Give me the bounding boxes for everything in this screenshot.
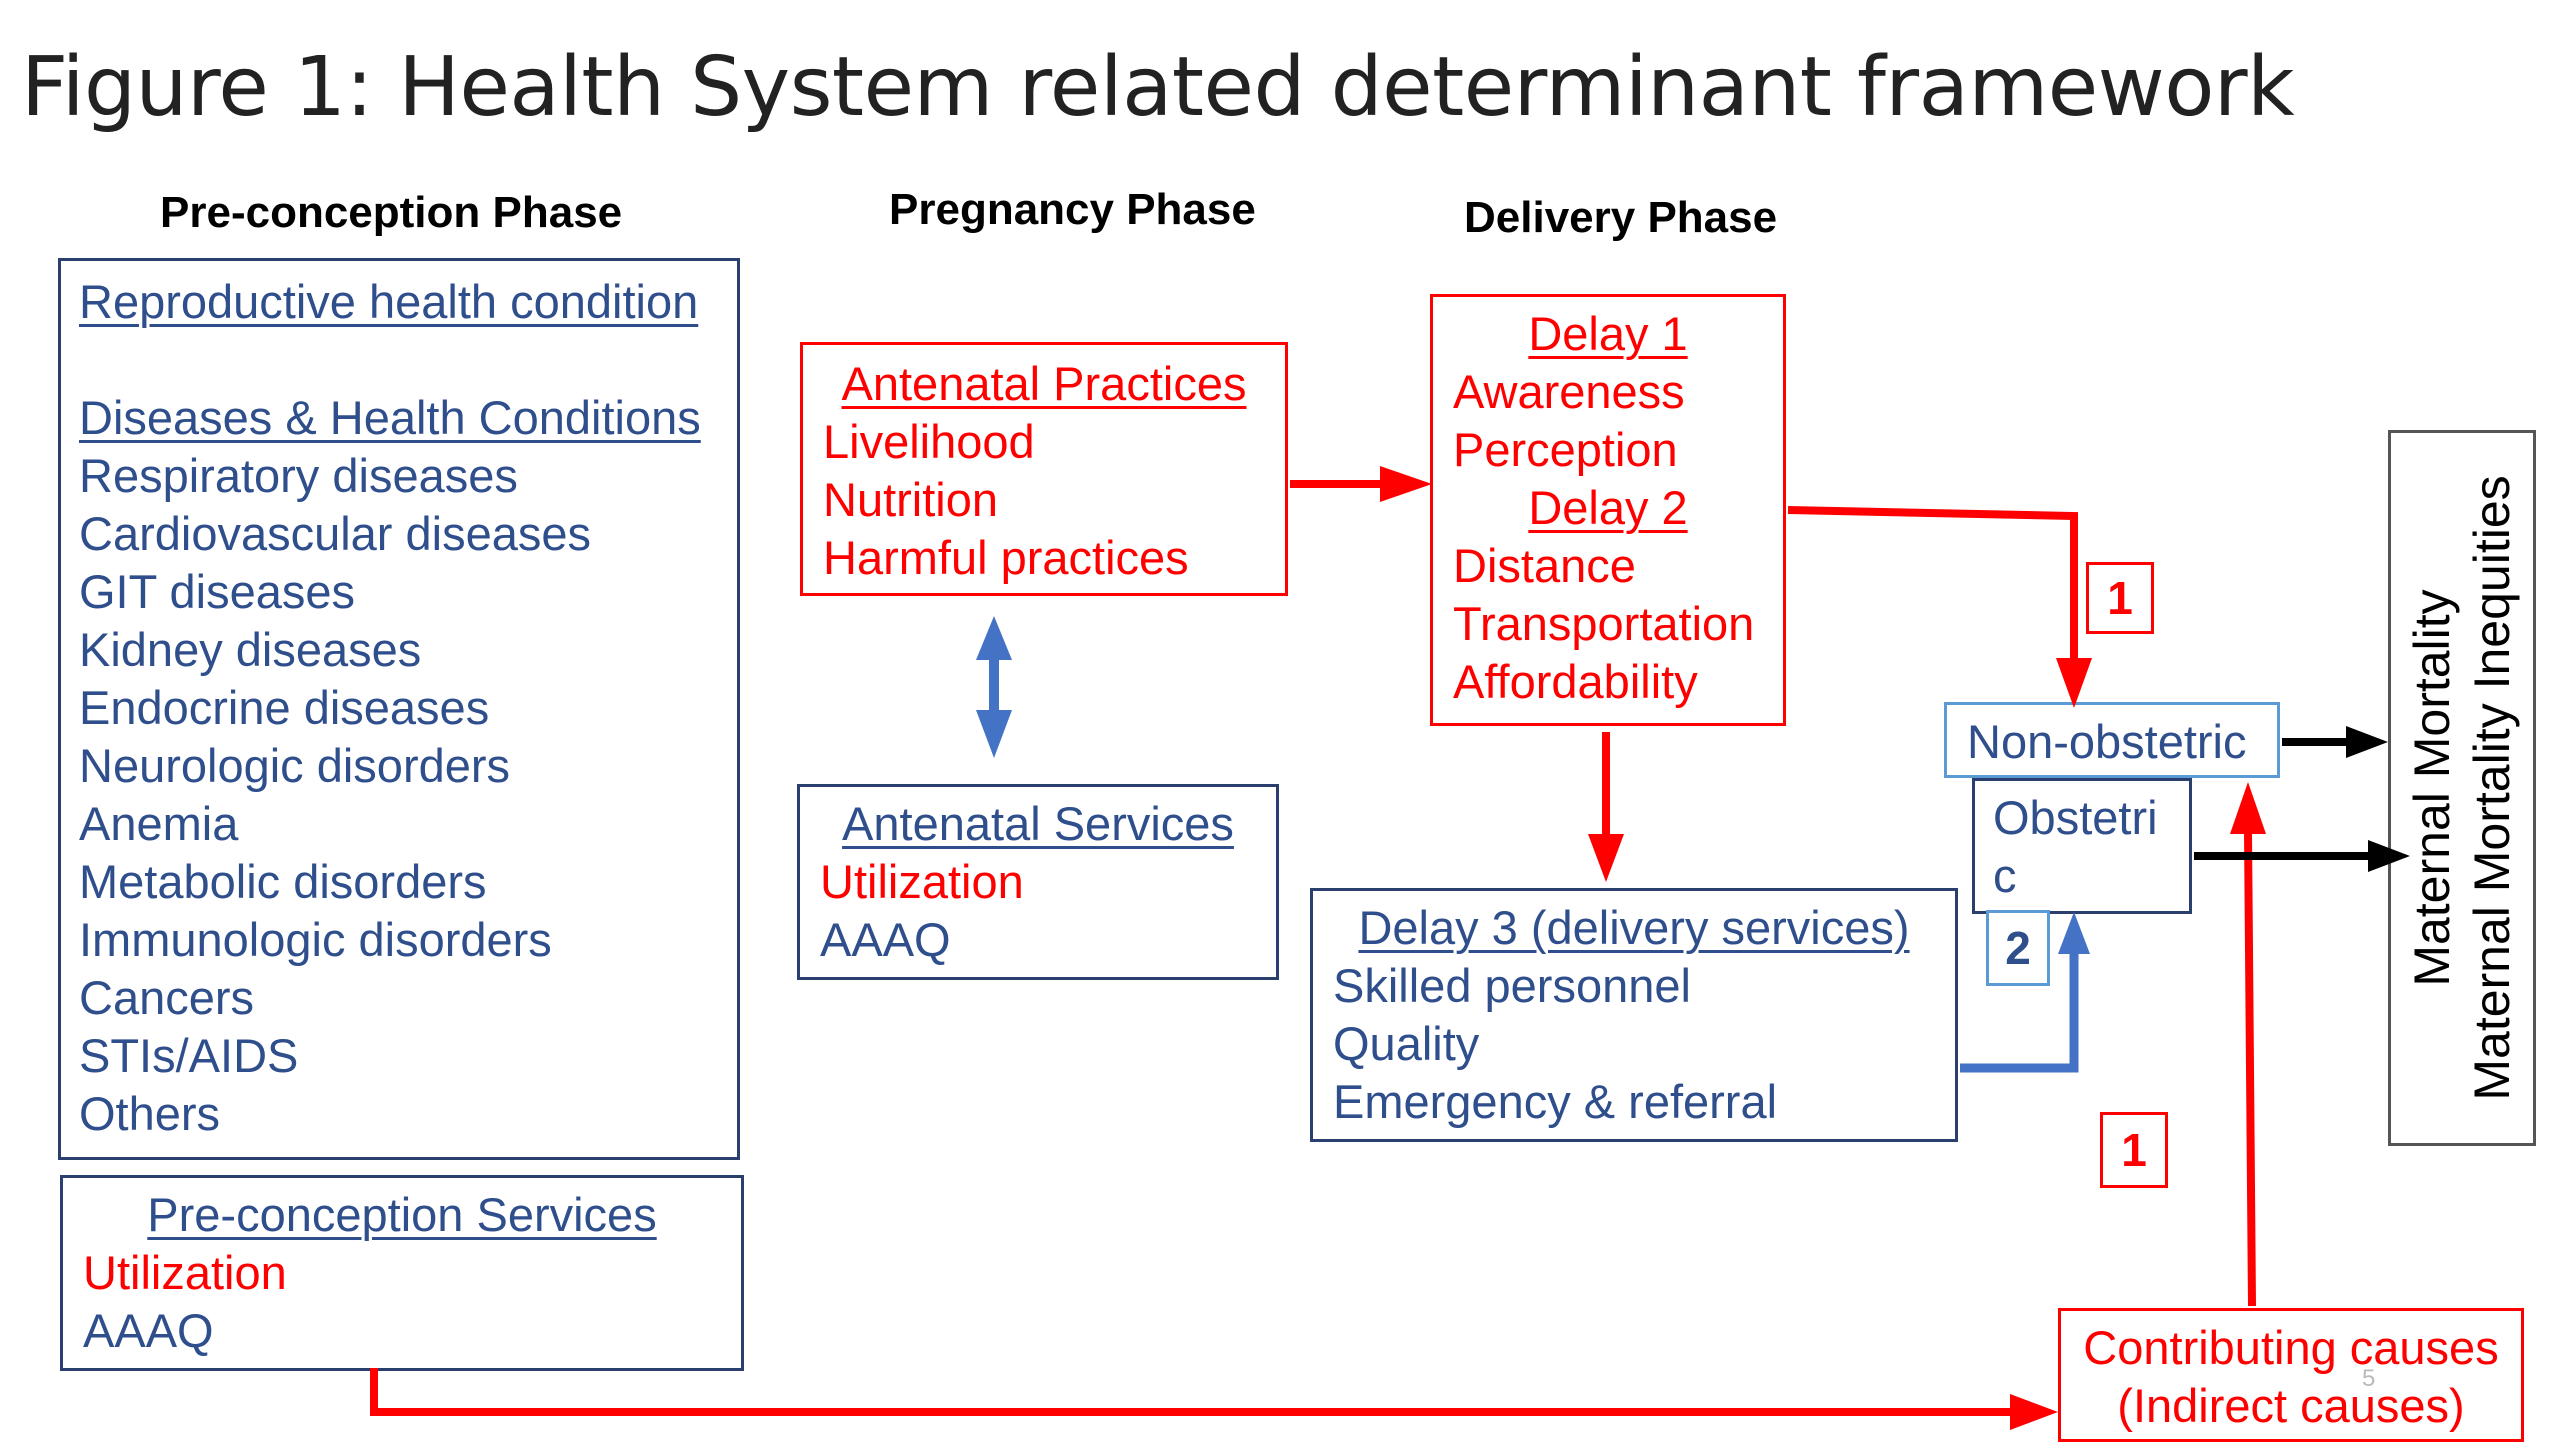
condition-item: Respiratory diseases: [79, 449, 518, 502]
delay-item: Distance: [1453, 539, 1636, 592]
page-number: 5: [2362, 1365, 2376, 1392]
non-obstetric-label: Non-obstetric: [1967, 715, 2247, 768]
condition-item: GIT diseases: [79, 565, 356, 618]
preconception-services-box: Pre-conception Services Utilization AAAQ: [60, 1175, 744, 1371]
delivery-phase-label: Delivery Phase: [1464, 193, 1778, 242]
arrowhead: [2056, 658, 2092, 708]
obstetric-label-line: Obstetri: [1993, 791, 2158, 844]
delay-3-item: Skilled personnel: [1333, 959, 1691, 1012]
arrowhead: [2058, 912, 2090, 954]
condition-item: Immunologic disorders: [79, 913, 552, 966]
pathway-badge-2: 2: [1986, 910, 2050, 986]
arrow-delay3-to-obstetric: [1960, 950, 2079, 1073]
antenatal-services-heading: Antenatal Services: [842, 797, 1234, 850]
arrowhead: [2010, 1394, 2058, 1430]
delay-1-heading: Delay 1: [1528, 307, 1688, 360]
antenatal-practices-heading: Antenatal Practices: [841, 357, 1247, 410]
diseases-heading: Diseases & Health Conditions: [79, 391, 701, 444]
pregnancy-phase-label: Pregnancy Phase: [889, 185, 1256, 234]
delay-2-heading: Delay 2: [1528, 481, 1688, 534]
delay-3-box: Delay 3 (delivery services) Skilled pers…: [1310, 888, 1958, 1142]
arrowhead: [2368, 840, 2410, 872]
delay-3-item: Quality: [1333, 1017, 1480, 1070]
figure-title: Figure 1: Health System related determin…: [21, 40, 2295, 135]
pathway-badge-1-top: 1: [2086, 562, 2154, 634]
arrowhead: [976, 710, 1012, 758]
condition-item: Neurologic disorders: [79, 739, 511, 792]
health-conditions-box: Reproductive health condition Diseases &…: [58, 258, 740, 1160]
arrowhead: [2230, 782, 2266, 834]
contributing-causes-line: (Indirect causes): [2117, 1379, 2465, 1432]
antenatal-utilization: Utilization: [820, 855, 1024, 908]
antenatal-practice-item: Livelihood: [823, 415, 1035, 468]
condition-item: STIs/AIDS: [79, 1029, 299, 1082]
condition-item: Others: [79, 1087, 221, 1140]
pathway-badge-1-bottom: 1: [2100, 1112, 2168, 1188]
delay-item: Perception: [1453, 423, 1678, 476]
arrowhead: [1588, 834, 1624, 882]
antenatal-practice-item: Harmful practices: [823, 531, 1189, 584]
preconception-aaaq: AAAQ: [83, 1304, 214, 1357]
delay-1-2-box: Delay 1 Awareness Perception Delay 2 Dis…: [1430, 294, 1786, 726]
antenatal-practices-box: Antenatal Practices Livelihood Nutrition…: [800, 342, 1288, 596]
contributing-causes-line: Contributing causes: [2083, 1321, 2499, 1374]
arrow-contributing-up: [2244, 831, 2256, 1307]
delay-3-heading: Delay 3 (delivery services): [1358, 901, 1910, 954]
antenatal-services-box: Antenatal Services Utilization AAAQ: [797, 784, 1279, 980]
obstetric-box: Obstetri c: [1972, 778, 2192, 914]
preconception-services-heading: Pre-conception Services: [147, 1188, 657, 1241]
delay-item: Transportation: [1453, 597, 1755, 650]
condition-item: Cardiovascular diseases: [79, 507, 592, 560]
arrow-preconception-to-contributing: [370, 1368, 2012, 1416]
delay-item: Awareness: [1453, 365, 1685, 418]
condition-item: Kidney diseases: [79, 623, 422, 676]
condition-item: Cancers: [79, 971, 255, 1024]
arrowhead: [1380, 466, 1432, 502]
condition-item: Metabolic disorders: [79, 855, 487, 908]
arrowhead: [976, 616, 1012, 660]
obstetric-label-line: c: [1993, 849, 2017, 902]
arrowhead: [2346, 726, 2388, 758]
non-obstetric-box: Non-obstetric: [1944, 702, 2280, 778]
condition-item: Anemia: [79, 797, 239, 850]
delay-3-item: Emergency & referral: [1333, 1075, 1778, 1128]
condition-item: Endocrine diseases: [79, 681, 490, 734]
antenatal-practice-item: Nutrition: [823, 473, 999, 526]
reproductive-health-heading: Reproductive health condition: [79, 275, 699, 328]
preconception-phase-label: Pre-conception Phase: [160, 188, 623, 237]
maternal-mortality-box: Maternal Mortality Maternal Mortality In…: [2388, 430, 2536, 1146]
delay-item: Affordability: [1453, 655, 1698, 708]
preconception-utilization: Utilization: [83, 1246, 287, 1299]
arrow-delays-to-non-obstetric: [1787, 506, 2078, 660]
antenatal-aaaq: AAAQ: [820, 913, 951, 966]
